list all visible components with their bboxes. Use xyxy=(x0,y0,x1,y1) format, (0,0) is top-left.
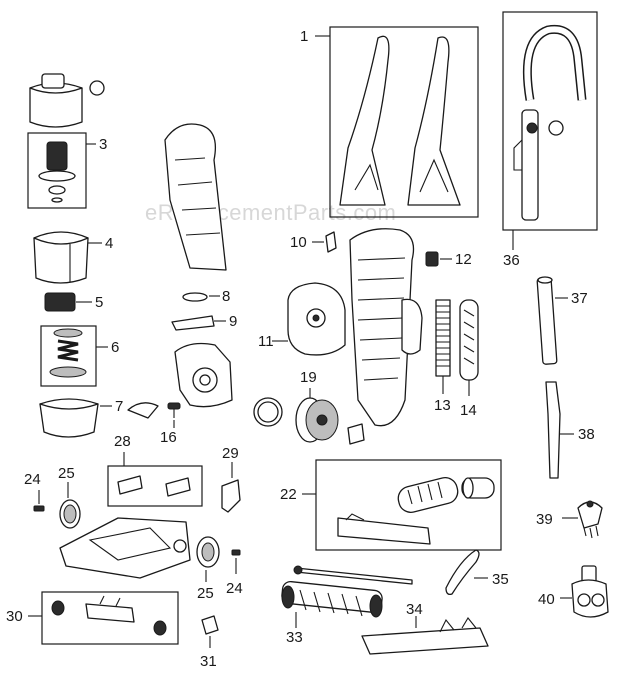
part-dirt-cup-lid xyxy=(29,73,105,128)
callout-10: 10 xyxy=(290,234,307,251)
callout-12: 12 xyxy=(455,251,472,268)
part-25-wheel-left xyxy=(59,499,81,529)
part-1-handle xyxy=(339,35,461,206)
part-12-switch xyxy=(425,251,439,267)
part-39-brush-tool xyxy=(577,500,603,539)
callout-31: 31 xyxy=(200,653,217,670)
callout-8: 8 xyxy=(222,288,230,305)
callout-34: 34 xyxy=(406,601,423,618)
part-19-fan xyxy=(295,397,339,443)
part-35-belt xyxy=(445,549,480,596)
callout-24-left: 24 xyxy=(24,471,41,488)
callout-19: 19 xyxy=(300,369,317,386)
callout-13: 13 xyxy=(434,397,451,414)
part-19-gasket xyxy=(253,397,283,427)
part-29-latch xyxy=(221,479,241,513)
callout-39: 39 xyxy=(536,511,553,528)
part-4-cyclone xyxy=(33,231,89,284)
part-base-housing xyxy=(59,517,191,579)
callout-25-right: 25 xyxy=(197,585,214,602)
callout-7: 7 xyxy=(115,398,123,415)
part-16-screw xyxy=(167,402,181,418)
callout-36: 36 xyxy=(503,252,520,269)
part-36-hose xyxy=(513,24,587,221)
part-3-filter-assembly xyxy=(38,141,76,203)
part-30-box xyxy=(41,591,179,645)
part-33-brushroll xyxy=(281,580,383,618)
part-40-turbo-tool xyxy=(571,565,609,618)
part-28-box xyxy=(107,465,203,507)
callout-37: 37 xyxy=(571,290,588,307)
part-motor-housing xyxy=(174,342,233,408)
part-9-bracket xyxy=(171,315,215,331)
callout-33: 33 xyxy=(286,629,303,646)
part-37-extension-wand xyxy=(536,276,558,365)
callout-35: 35 xyxy=(492,571,509,588)
callout-5: 5 xyxy=(95,294,103,311)
callout-9: 9 xyxy=(229,313,237,330)
part-small-coupler xyxy=(347,423,365,445)
callout-3: 3 xyxy=(99,136,107,153)
callout-24-right: 24 xyxy=(226,580,243,597)
part-10-clip xyxy=(325,231,337,253)
part-22-box xyxy=(315,459,502,551)
callout-6: 6 xyxy=(111,339,119,356)
part-rear-housing xyxy=(164,123,227,271)
part-36-box xyxy=(502,11,598,231)
part-25-wheel-right xyxy=(196,536,220,568)
part-5-filter-ring xyxy=(44,292,76,312)
part-8-seal xyxy=(182,292,208,302)
part-main-body-shell xyxy=(349,228,423,427)
part-24-screw-right xyxy=(231,549,241,556)
part-28-pads xyxy=(117,475,191,497)
part-6-spring-filter xyxy=(49,328,87,378)
callout-4: 4 xyxy=(105,235,113,252)
part-6-box xyxy=(40,325,97,387)
part-38-crevice-tool xyxy=(545,381,561,479)
callout-16: 16 xyxy=(160,429,177,446)
callout-38: 38 xyxy=(578,426,595,443)
part-7-latch xyxy=(127,402,159,419)
callout-11: 11 xyxy=(258,333,274,350)
part-31-tab xyxy=(201,615,219,635)
part-rod xyxy=(293,565,413,585)
part-22-nozzle xyxy=(337,477,495,545)
callout-25-left: 25 xyxy=(58,465,75,482)
part-34-bottom-plate xyxy=(361,617,489,655)
callout-30: 30 xyxy=(6,608,23,625)
callout-40: 40 xyxy=(538,591,555,608)
part-1-box xyxy=(329,26,479,218)
part-30-bumper-assembly xyxy=(51,595,167,636)
part-14-foam-filter xyxy=(459,299,479,381)
callout-28: 28 xyxy=(114,433,131,450)
part-24-screw-left xyxy=(33,505,45,512)
part-11-motor-cover xyxy=(287,282,346,356)
part-3-box xyxy=(27,132,87,209)
part-7-cup-base xyxy=(39,398,99,438)
callout-1: 1 xyxy=(300,28,308,45)
callout-14: 14 xyxy=(460,402,477,419)
part-13-pleated-filter xyxy=(435,299,451,377)
callout-29: 29 xyxy=(222,445,239,462)
callout-22: 22 xyxy=(280,486,297,503)
